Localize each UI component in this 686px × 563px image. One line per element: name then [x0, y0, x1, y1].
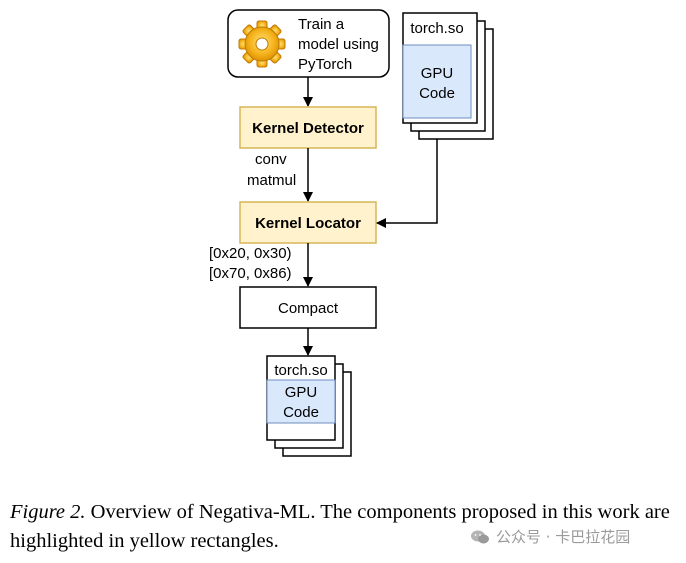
torch-so-stack-top: torch.so GPU Code [402, 12, 494, 140]
kernel-locator-label: Kernel Locator [255, 215, 361, 232]
torch-so-file-label-top: torch.so [410, 20, 463, 37]
kernel-detector-node: Kernel Detector [239, 106, 377, 149]
compact-node: Compact [239, 286, 377, 329]
gpu-code-block-bottom [266, 379, 336, 424]
compact-label: Compact [278, 300, 339, 317]
gpu-code-block-top [402, 44, 472, 119]
train-line-3: PyTorch [298, 56, 352, 73]
torch-so-stack-bottom: torch.so GPU Code [266, 355, 352, 457]
kernel-locator-node: Kernel Locator [239, 201, 377, 244]
kernel-detector-label: Kernel Detector [252, 120, 364, 137]
gpu-code-line-2-top: Code [419, 85, 455, 102]
watermark: 公众号 · 卡巴拉花园 [470, 526, 630, 547]
train-line-2: model using [298, 36, 379, 53]
gpu-code-line-2-bottom: Code [283, 404, 319, 421]
detector-output-matmul: matmul [247, 172, 296, 189]
torch-so-file-label-bottom: torch.so [274, 362, 327, 379]
train-node: Train a model using PyTorch [227, 9, 390, 78]
detector-output-conv: conv [255, 151, 287, 168]
wechat-icon [471, 530, 489, 543]
figure-caption: Figure 2. Overview of Negativa-ML. The c… [10, 498, 682, 556]
locator-output-range-2: [0x70, 0x86) [209, 265, 292, 282]
gear-icon [238, 20, 286, 68]
train-line-1: Train a [298, 16, 345, 33]
gpu-code-line-1-top: GPU [421, 65, 454, 82]
arrow-library-to-locator [376, 139, 438, 228]
locator-output-range-1: [0x20, 0x30) [209, 245, 292, 262]
gpu-code-line-1-bottom: GPU [285, 384, 318, 401]
caption-text: Overview of Negativa-ML. The components … [10, 501, 670, 552]
figure-label: Figure 2. [10, 501, 86, 523]
watermark-text: 公众号 · 卡巴拉花园 [496, 528, 631, 546]
